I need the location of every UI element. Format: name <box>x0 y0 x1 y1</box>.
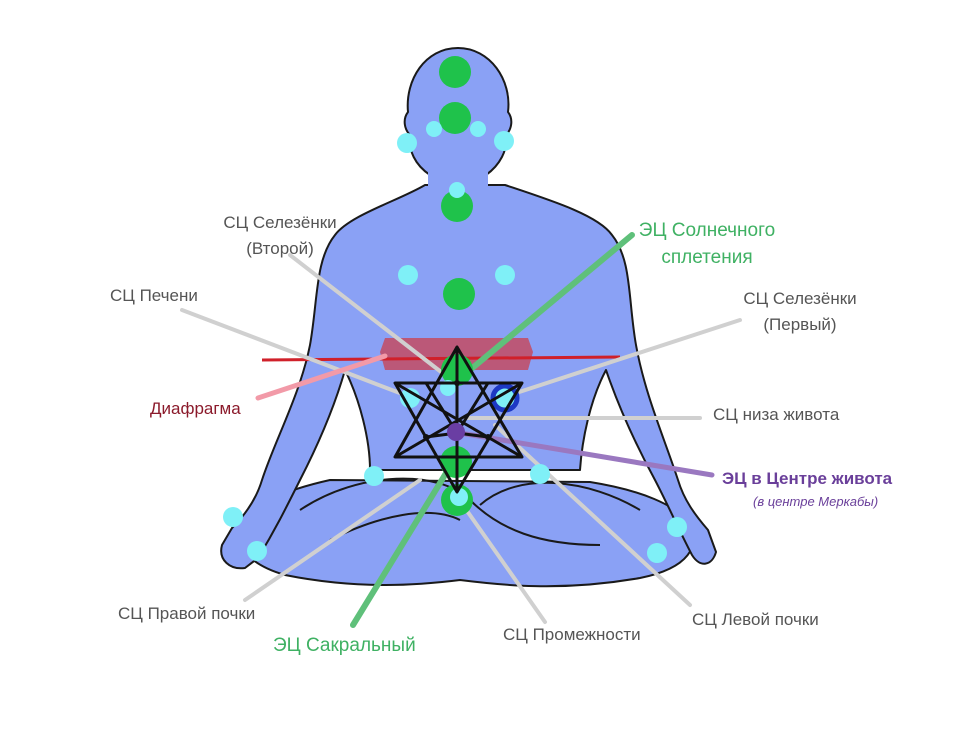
label-sc-liver: СЦ Печени <box>110 286 198 305</box>
belly-center-dot <box>447 423 465 441</box>
diaphragm-line <box>261 355 621 362</box>
leader-ec-sacral <box>350 467 451 628</box>
leader-ec-solar <box>467 232 635 373</box>
label-ec-solar-line1: ЭЦ Солнечного <box>638 220 776 241</box>
merkaba-vertices <box>423 380 491 440</box>
label-sc-spleen-second: СЦ Селезёнки (Второй) <box>205 210 355 262</box>
throat-top-center <box>449 182 465 198</box>
throat-center <box>441 190 473 222</box>
leader-lines <box>180 232 742 628</box>
leader-sc-right-kidney <box>243 478 422 602</box>
label-diaphragm: Диафрагма <box>150 399 241 418</box>
leader-sc-spleen-first <box>508 318 742 397</box>
right-hand-upper-center <box>223 507 243 527</box>
label-ec-solar-plexus: ЭЦ Солнечного сплетения <box>612 217 802 271</box>
label-ec-sacral: ЭЦ Сакральный <box>273 635 416 656</box>
left-kidney-center <box>530 464 550 484</box>
cyan-secondary-centers <box>223 121 687 563</box>
label-sc-perineum: СЦ Промежности <box>503 625 641 644</box>
label-sc-spleen-first-line2: (Первый) <box>763 315 837 334</box>
label-sc-lower-belly: СЦ низа живота <box>713 405 840 424</box>
label-sc-right-kidney: СЦ Правой почки <box>118 604 256 623</box>
heart-center <box>443 278 475 310</box>
left-hand-upper-center <box>667 517 687 537</box>
label-sc-spleen-first-line1: СЦ Селезёнки <box>743 289 857 308</box>
leader-ec-belly-center <box>457 430 715 478</box>
leader-sc-liver <box>180 308 407 397</box>
label-sc-spleen-first: СЦ Селезёнки (Первый) <box>730 286 870 338</box>
chest-right-center <box>495 265 515 285</box>
label-ec-solar-line2: сплетения <box>661 247 753 268</box>
left-hand-lower-center <box>647 543 667 563</box>
right-kidney-center <box>364 466 384 486</box>
label-sc-spleen-second-line2: (Второй) <box>246 239 314 258</box>
label-sc-left-kidney: СЦ Левой почки <box>692 610 819 629</box>
leader-sc-left-kidney <box>493 423 692 607</box>
label-ec-belly-center: ЭЦ в Центре живота <box>722 469 893 488</box>
label-sc-spleen-second-line1: СЦ Селезёнки <box>223 213 337 232</box>
head-right-center <box>494 131 514 151</box>
eye-left-center <box>426 121 442 137</box>
leader-sc-perineum <box>456 496 547 624</box>
leader-sc-spleen-second <box>288 253 447 377</box>
label-ec-belly-center-note: (в центре Меркабы) <box>753 494 879 509</box>
leader-diaphragm <box>255 353 388 401</box>
perineum-center <box>450 488 468 506</box>
brow-center <box>439 102 471 134</box>
head-left-center <box>397 133 417 153</box>
chest-left-center <box>398 265 418 285</box>
right-hand-lower-center <box>247 541 267 561</box>
crown-center <box>439 56 471 88</box>
eye-right-center <box>470 121 486 137</box>
